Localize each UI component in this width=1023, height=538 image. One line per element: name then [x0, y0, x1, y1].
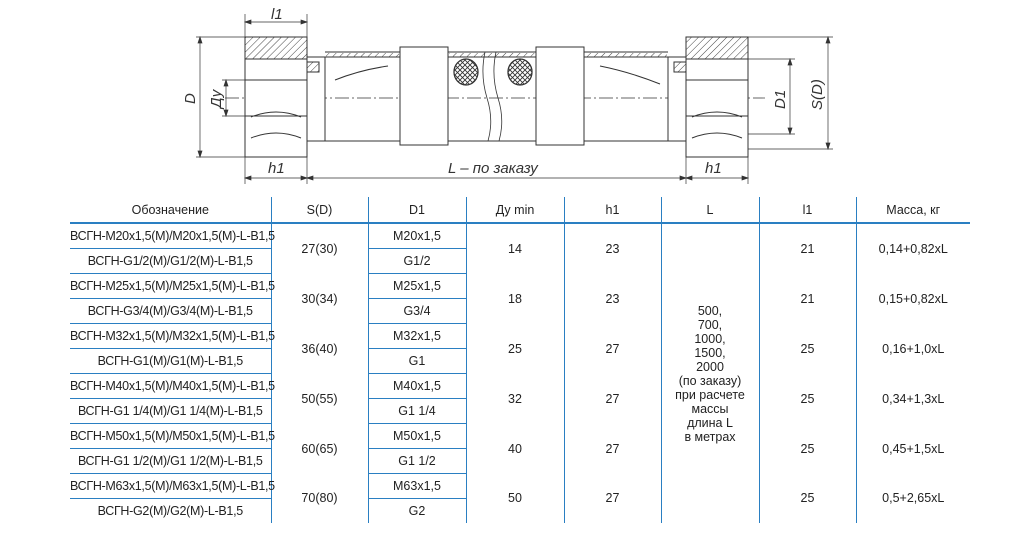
d1-cell: М63х1,5 — [367, 473, 466, 499]
l1-cell: 21 — [758, 223, 856, 274]
designation-cell: ВСГН-G2(М)/G2(М)-L-В1,5 — [97, 504, 244, 518]
left-fitting — [244, 36, 326, 158]
designation-cell: ВСГН-G1/2(М)/G1/2(М)-L-В1,5 — [70, 248, 271, 274]
designation-cell: ВСГН-G3/4(М)/G3/4(М)-L-В1,5 — [70, 298, 271, 324]
designation-cell: ВСГН-М20х1,5(М)/М20х1,5(М)-L-В1,5 — [70, 223, 275, 249]
h1-cell: 23 — [563, 223, 661, 274]
l1-cell: 25 — [758, 423, 856, 474]
header-designation: Обозначение — [70, 197, 271, 224]
d1-cell: М40х1,5 — [367, 373, 466, 399]
designation-cell: ВСГН-М32х1,5(М)/М32х1,5(М)-L-В1,5 — [70, 323, 275, 349]
d1-cell: G1 1/4 — [367, 398, 466, 424]
sd-cell: 30(34) — [270, 273, 368, 324]
dim-Dy: Ду — [208, 88, 225, 110]
dy-cell: 14 — [465, 223, 564, 274]
sd-cell: 60(65) — [270, 423, 368, 474]
l1-cell: 25 — [758, 473, 856, 523]
l1-cell: 25 — [758, 373, 856, 424]
table-row: ВСГН-G1/2(М)/G1/2(М)-L-В1,5 G1/2 — [70, 248, 970, 274]
dim-L: L – по заказу — [448, 160, 539, 177]
table-row: ВСГН-М40х1,5(М)/М40х1,5(М)-L-В1,5 50(55)… — [70, 373, 970, 424]
mass-cell: 0,34+1,3хL — [855, 373, 970, 424]
l1-cell: 21 — [758, 273, 856, 324]
braid-section-left — [453, 58, 479, 86]
length-note-cell: 500, 700, 1000, 1500, 2000 (по заказу) п… — [660, 223, 759, 523]
table-row: ВСГН-М32х1,5(М)/М32х1,5(М)-L-В1,5 36(40)… — [70, 323, 970, 374]
braid-section-right — [507, 58, 533, 86]
mass-cell: 0,5+2,65хL — [855, 473, 970, 523]
dim-h1-left: h1 — [268, 160, 285, 177]
dy-cell: 18 — [465, 273, 564, 324]
d1-cell: М50х1,5 — [367, 423, 466, 449]
designation-cell: ВСГН-М63х1,5(М)/М63х1,5(М)-L-В1,5 — [70, 473, 275, 499]
hose-body — [325, 51, 668, 142]
designation-cell: ВСГН-М40х1,5(М)/М40х1,5(М)-L-В1,5 — [70, 373, 275, 399]
h1-cell: 27 — [563, 373, 661, 424]
right-fitting — [667, 36, 749, 158]
right-sleeve — [535, 46, 585, 146]
sd-cell: 50(55) — [270, 373, 368, 424]
designation-cell: ВСГН-G1 1/4(М)/G1 1/4(М)-L-В1,5 — [70, 398, 271, 424]
h1-cell: 27 — [563, 323, 661, 374]
d1-cell: G1 1/2 — [367, 448, 466, 474]
dy-cell: 50 — [465, 473, 564, 523]
sd-cell: 70(80) — [270, 473, 368, 523]
header-mass: Масса, кг — [855, 197, 970, 224]
table-header: Обозначение S(D) D1 Ду min h1 L l1 Масса… — [70, 197, 970, 224]
d1-cell: М20х1,5 — [367, 223, 466, 249]
header-dy-min: Ду min — [465, 197, 564, 224]
header-l1: l1 — [758, 197, 856, 224]
table-row: ВСГН-G1(М)/G1(М)-L-В1,5 G1 — [70, 348, 970, 374]
h1-cell: 23 — [563, 273, 661, 324]
table-row: ВСГН-М50х1,5(М)/М50х1,5(М)-L-В1,5 60(65)… — [70, 423, 970, 474]
hose-drawing: l1 D Ду h1 L – по заказу h1 D1 S(D) — [182, 6, 833, 184]
mass-cell: 0,16+1,0хL — [855, 323, 970, 374]
spec-table: Обозначение S(D) D1 Ду min h1 L l1 Масса… — [70, 197, 970, 523]
designation-cell: ВСГН-М50х1,5(М)/М50х1,5(М)-L-В1,5 — [70, 423, 275, 449]
dy-cell: 32 — [465, 373, 564, 424]
designation-cell: ВСГН-М25х1,5(М)/М25х1,5(М)-L-В1,5 — [70, 273, 275, 299]
table-row: ВСГН-М20х1,5(М)/М20х1,5(М)-L-В1,5 27(30)… — [70, 223, 970, 523]
dim-SD: S(D) — [809, 79, 826, 110]
header-sd: S(D) — [270, 197, 368, 224]
sd-cell: 27(30) — [270, 223, 368, 274]
table-row: ВСГН-G1 1/2(М)/G1 1/2(М)-L-В1,5 G1 1/2 — [70, 448, 970, 474]
dy-cell: 25 — [465, 323, 564, 374]
dim-l1: l1 — [271, 6, 283, 23]
header-L: L — [660, 197, 759, 224]
header-h1: h1 — [563, 197, 661, 224]
table-row: ВСГН-М63х1,5(М)/М63х1,5(М)-L-В1,5 70(80)… — [70, 473, 970, 523]
table-row: ВСГН-М25х1,5(М)/М25х1,5(М)-L-В1,5 30(34)… — [70, 273, 970, 324]
table-row: ВСГН-G2(М)/G2(М)-L-В1,5 G2 — [70, 498, 970, 523]
h1-cell: 27 — [563, 423, 661, 474]
mass-cell: 0,14+0,82хL — [855, 223, 970, 274]
designation-cell: ВСГН-G1(М)/G1(М)-L-В1,5 — [70, 348, 271, 374]
l1-cell: 25 — [758, 323, 856, 374]
table-row: ВСГН-G3/4(М)/G3/4(М)-L-В1,5 G3/4 — [70, 298, 970, 324]
mass-cell: 0,15+0,82хL — [855, 273, 970, 324]
d1-cell: М25х1,5 — [367, 273, 466, 299]
header-d1: D1 — [367, 197, 466, 224]
h1-cell: 27 — [563, 473, 661, 523]
dim-D: D — [182, 93, 199, 104]
d1-cell: G2 — [367, 498, 466, 523]
dim-h1-right: h1 — [705, 160, 722, 177]
table-row: ВСГН-G1 1/4(М)/G1 1/4(М)-L-В1,5 G1 1/4 — [70, 398, 970, 424]
d1-cell: G3/4 — [367, 298, 466, 324]
d1-cell: М32х1,5 — [367, 323, 466, 349]
d1-cell: G1 — [367, 348, 466, 374]
dim-D1: D1 — [772, 90, 789, 109]
d1-cell: G1/2 — [367, 248, 466, 274]
designation-cell: ВСГН-G1 1/2(М)/G1 1/2(М)-L-В1,5 — [70, 448, 271, 474]
dy-cell: 40 — [465, 423, 564, 474]
sd-cell: 36(40) — [270, 323, 368, 374]
mass-cell: 0,45+1,5хL — [855, 423, 970, 474]
left-sleeve — [399, 46, 449, 146]
